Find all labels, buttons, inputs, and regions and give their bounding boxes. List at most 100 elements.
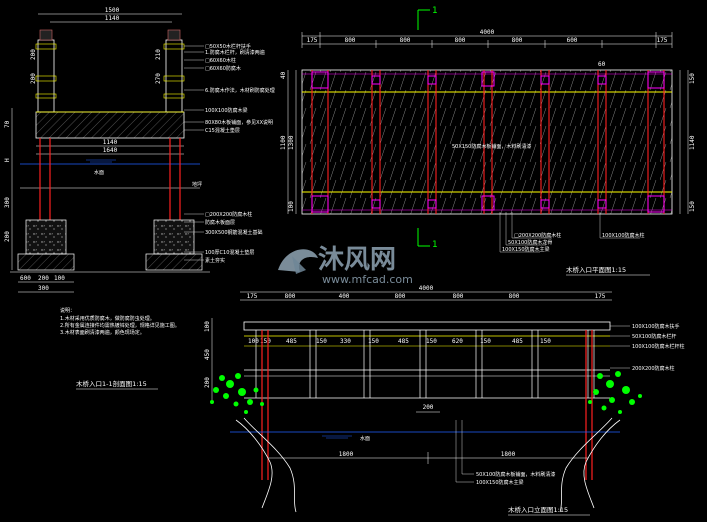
section-top-dim-total: 1500 (105, 7, 120, 14)
section-post-dim: 210 (155, 49, 162, 60)
section-post-dim: 270 (155, 73, 162, 84)
plan-post (540, 199, 550, 209)
plan-post (371, 75, 381, 85)
plan-post (647, 71, 665, 89)
elev-note: 50X100防腐木栏杆 (632, 333, 676, 340)
section-note: C15混凝土垫层 (205, 127, 240, 134)
section-mid-dim: 1140 (103, 139, 118, 146)
section-note: 300X500钢筋混凝土基础 (205, 229, 263, 236)
section-left-dim: 200 (4, 231, 11, 242)
section-left-dim: H (4, 158, 11, 162)
elev-sub-dim: 100 (248, 338, 259, 345)
deck-slab-section (35, 111, 185, 139)
elev-sub-dim: 150 (426, 338, 437, 345)
section-left-dim: 300 (4, 197, 11, 208)
plan-post-label: 60 (598, 61, 606, 68)
plan-deck-note: 50X150防腐木板铺面，木料刷清漆 (452, 143, 531, 150)
left-plant (210, 373, 264, 414)
elev-note: 100X100防腐木栏杆柱 (632, 343, 685, 350)
elev-sub-dim: 150 (368, 338, 379, 345)
ground-label: 地坪 (192, 181, 202, 188)
plan-note: 100X150防腐木主梁 (502, 246, 550, 253)
elev-top-dim: 800 (453, 293, 464, 300)
section-mark-top: 1 (432, 6, 438, 16)
remark-line: 3.木材表面刷清漆两遍，颜色现场定。 (60, 329, 145, 336)
plan-post (540, 75, 550, 85)
elev-sub-dim: 485 (286, 338, 297, 345)
base-dim: 100 (54, 275, 65, 282)
section-note: 100厚C10混凝土垫层 (205, 249, 254, 256)
section-top-dim-inner: 1140 (105, 15, 120, 22)
section-mid-dim: 1640 (103, 147, 118, 154)
elev-top-dim: 800 (285, 293, 296, 300)
plan-post (427, 199, 437, 209)
section-mark-bottom: 1 (432, 240, 438, 250)
plan-left-dim: 40 (280, 71, 287, 79)
plan-left-dim: 100 (288, 201, 295, 212)
plan-view: 1 1 4000 175 800 800 800 800 600 175 (280, 6, 696, 276)
section-note: 80X80木板铺面，参见XX说明 (205, 119, 273, 126)
plan-post (647, 195, 665, 213)
remarks-title: 说明： (60, 307, 75, 314)
plan-top-dim: 800 (455, 37, 466, 44)
plan-post (481, 71, 495, 87)
elevation-title: 木桥入口立面图1:15 (508, 505, 568, 514)
section-note: □60X60木柱 (205, 57, 236, 64)
plan-right-dim: 150 (689, 201, 696, 212)
section-post-dim: 200 (30, 73, 37, 84)
elev-handrail (243, 321, 611, 331)
elev-center-dim: 200 (423, 404, 434, 411)
plan-right-dim: 150 (689, 73, 696, 84)
elev-sub-dim: 330 (340, 338, 351, 345)
elev-bottom-dim: 1800 (501, 451, 516, 458)
watermark-url: www.mfcad.com (322, 273, 413, 286)
plan-post (371, 199, 381, 209)
water-label: 水面 (94, 169, 104, 176)
base-dim: 300 (38, 285, 49, 292)
remark-line: 1.木材采用优质防腐木，做防腐防虫处理。 (60, 315, 155, 322)
elev-sub-dim: 150 (540, 338, 551, 345)
section-left-dim: 70 (4, 120, 11, 128)
section-note: □60X60防腐木 (205, 65, 241, 72)
elev-top-dim: 800 (509, 293, 520, 300)
plan-deck (301, 69, 673, 215)
plan-top-dim: 800 (512, 37, 523, 44)
section-note: 素土夯实 (205, 257, 225, 264)
plan-right-dim: 1140 (689, 135, 696, 150)
elev-sub-dim: 485 (512, 338, 523, 345)
plan-top-dim: 800 (400, 37, 411, 44)
elev-top-dim: 175 (595, 293, 606, 300)
elev-bottom-note: 50X100防腐木板铺面，木料刷清漆 (476, 471, 555, 478)
right-plant (588, 371, 642, 414)
plan-top-dim: 600 (567, 37, 578, 44)
plan-note: □200X200防腐木柱 (514, 232, 561, 239)
watermark-logo-icon (278, 249, 318, 274)
plan-note: 50X100防腐木龙骨 (508, 239, 552, 246)
plan-post (311, 195, 329, 213)
elev-sub-dim: 150 (316, 338, 327, 345)
plan-left-dim: 1300 (288, 135, 295, 150)
base-dim: 600 (20, 275, 31, 282)
plan-total-dim: 4000 (480, 29, 495, 36)
plan-note: 100X100防腐木柱 (602, 232, 645, 239)
plan-post (311, 71, 329, 89)
section-title: 木桥入口1-1剖面图1:15 (76, 379, 147, 388)
section-note: □200X200防腐木柱 (205, 211, 252, 218)
right-footing (153, 219, 195, 255)
section-note: □50X50木栏杆扶手 (205, 43, 251, 50)
plan-title: 木桥入口平面图1:15 (566, 265, 626, 274)
elev-left-dim: 450 (204, 349, 211, 360)
base-dim: 200 (38, 275, 49, 282)
watermark: 沐风网 www.mfcad.com (278, 245, 413, 286)
plan-top-dim: 175 (657, 37, 668, 44)
section-note: 100X100防腐木梁 (205, 107, 248, 114)
plan-post (427, 75, 437, 85)
section-note: 防腐木板面层 (205, 219, 235, 226)
left-footing (25, 219, 67, 255)
elev-sub-dim: 150 (480, 338, 491, 345)
plan-post (597, 75, 607, 85)
plan-post (481, 195, 495, 211)
elevation-view: 4000 175 800 400 800 800 800 175 100 150… (204, 285, 685, 516)
